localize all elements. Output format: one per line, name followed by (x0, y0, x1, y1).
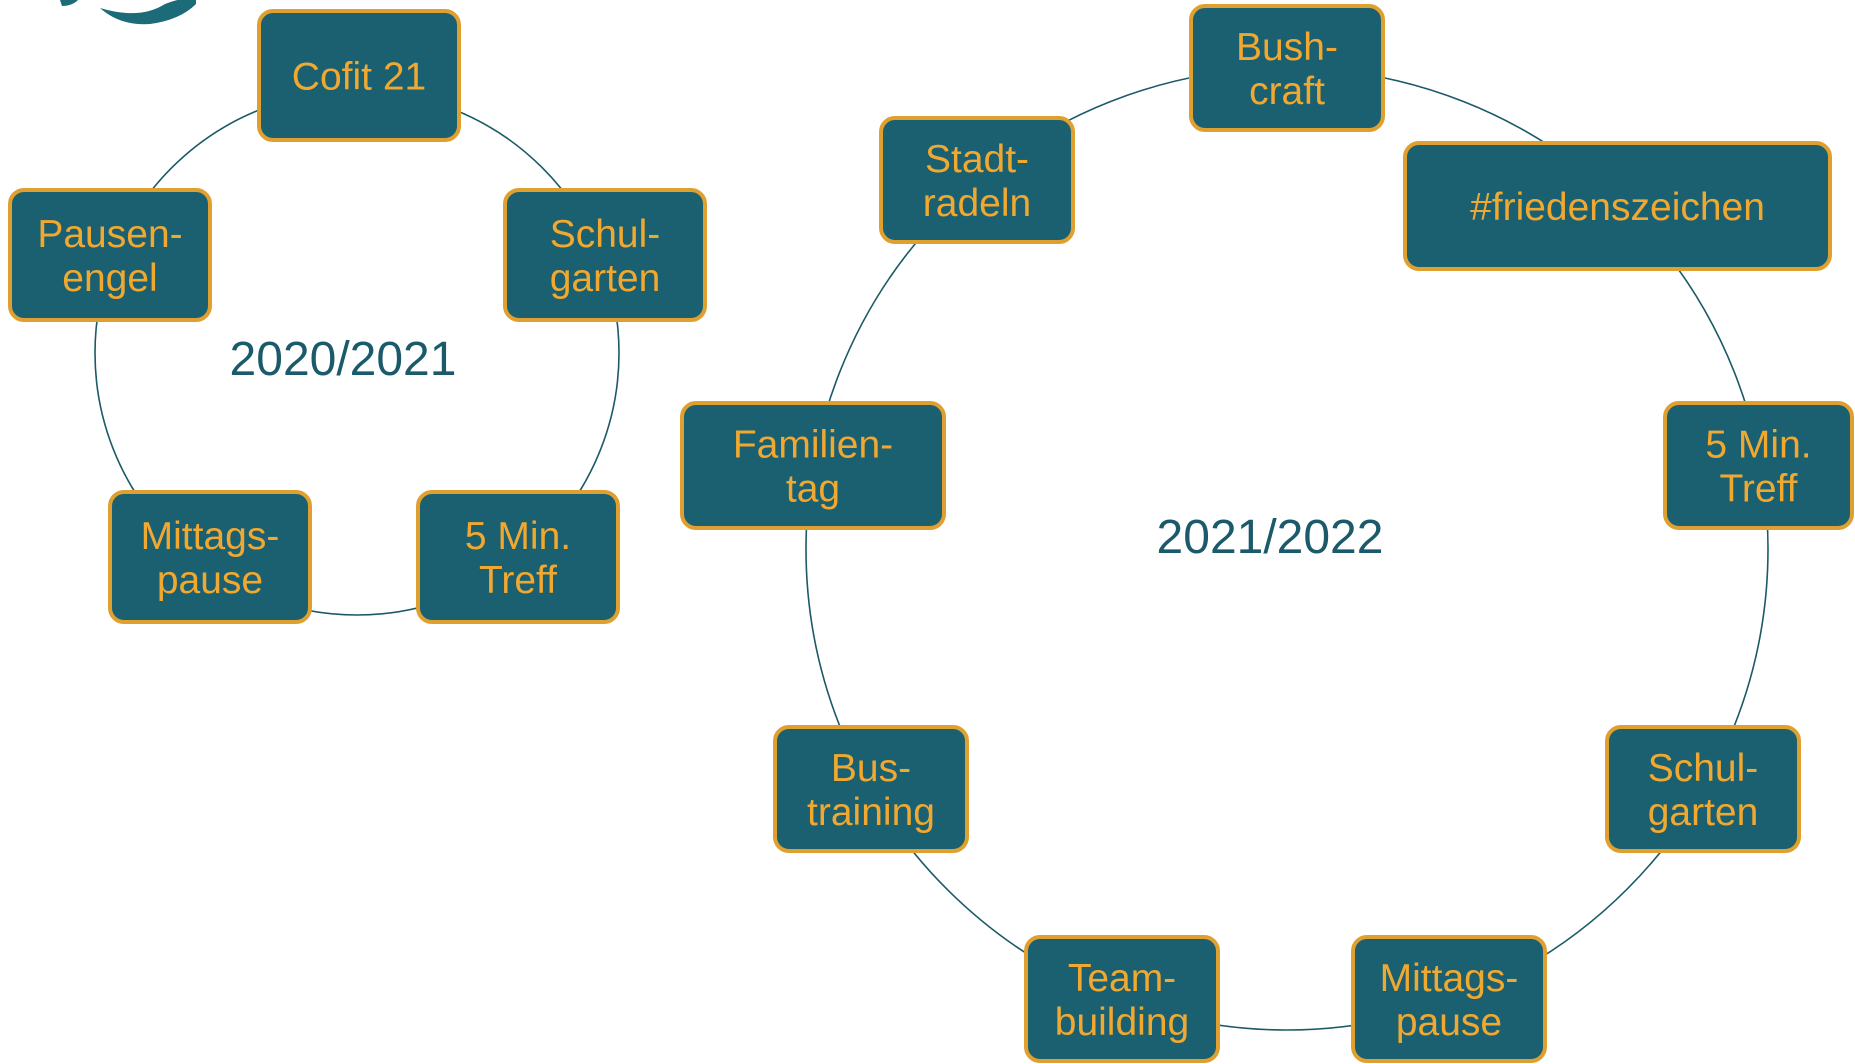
node-label: tag (786, 468, 840, 511)
node-box (108, 490, 312, 624)
node-label: garten (1648, 791, 1759, 834)
node-box (8, 188, 212, 322)
node-label: craft (1249, 70, 1325, 113)
node-label: Schul- (550, 213, 661, 256)
node-label: pause (1396, 1001, 1502, 1044)
node-box (257, 9, 461, 142)
cycle-node: Mittags-pause (108, 490, 312, 624)
node-label: Team- (1068, 957, 1176, 1000)
cycle-node: Familien-tag (680, 401, 946, 530)
cycle-node: Mittags-pause (1351, 935, 1547, 1063)
node-label: Familien- (733, 424, 893, 467)
logo-swoosh-icon (60, 0, 196, 25)
cycle-node: Bus-training (773, 725, 969, 853)
node-label: pause (157, 559, 263, 602)
cycle-node: Stadt-radeln (879, 116, 1075, 244)
cycle-node: Team-building (1024, 935, 1220, 1063)
cycle-node: #friedenszeichen (1403, 141, 1832, 271)
cycle-node: Schul-garten (1605, 725, 1801, 853)
node-box (1189, 4, 1385, 132)
cycle-node: 5 Min.Treff (1663, 401, 1854, 530)
cycle-2020-2021: 2020/2021 Cofit 21 Schul-garten 5 Min.Tref… (8, 9, 707, 624)
node-box (773, 725, 969, 853)
node-box (879, 116, 1075, 244)
cycle-label: 2021/2022 (1157, 511, 1384, 564)
node-box (1403, 141, 1832, 271)
node-label: 5 Min. (1705, 424, 1811, 467)
node-label: training (807, 791, 935, 834)
node-label: Schul- (1648, 747, 1759, 790)
node-label: 5 Min. (465, 515, 571, 558)
node-label: Cofit 21 (292, 56, 426, 99)
node-label: Bush- (1236, 26, 1338, 69)
node-box (416, 490, 620, 624)
cycle-2021-2022: 2021/2022 Bush-craft #friedenszeichen 5 Mi… (680, 4, 1854, 1063)
cycle-label: 2020/2021 (230, 333, 457, 386)
cycle-node: Schul-garten (503, 188, 707, 322)
cycle-node: Cofit 21 (257, 9, 461, 142)
node-label: Pausen- (37, 213, 182, 256)
node-label: engel (62, 257, 157, 300)
node-label: Treff (479, 559, 557, 602)
node-label: radeln (923, 182, 1031, 225)
node-label: Stadt- (925, 138, 1029, 181)
cycle-node: Pausen-engel (8, 188, 212, 322)
node-box (1024, 935, 1220, 1063)
node-label: Treff (1719, 468, 1797, 511)
node-box (1605, 725, 1801, 853)
node-label: building (1055, 1001, 1189, 1044)
cycle-node: 5 Min.Treff (416, 490, 620, 624)
node-label: Bus- (831, 747, 911, 790)
cycle-node: Bush-craft (1189, 4, 1385, 132)
node-box (1351, 935, 1547, 1063)
node-label: Mittags- (141, 515, 280, 558)
node-label: Mittags- (1380, 957, 1519, 1000)
node-box (680, 401, 946, 530)
node-label: garten (550, 257, 661, 300)
node-box (1663, 401, 1854, 530)
node-label: #friedenszeichen (1470, 186, 1765, 229)
node-box (503, 188, 707, 322)
